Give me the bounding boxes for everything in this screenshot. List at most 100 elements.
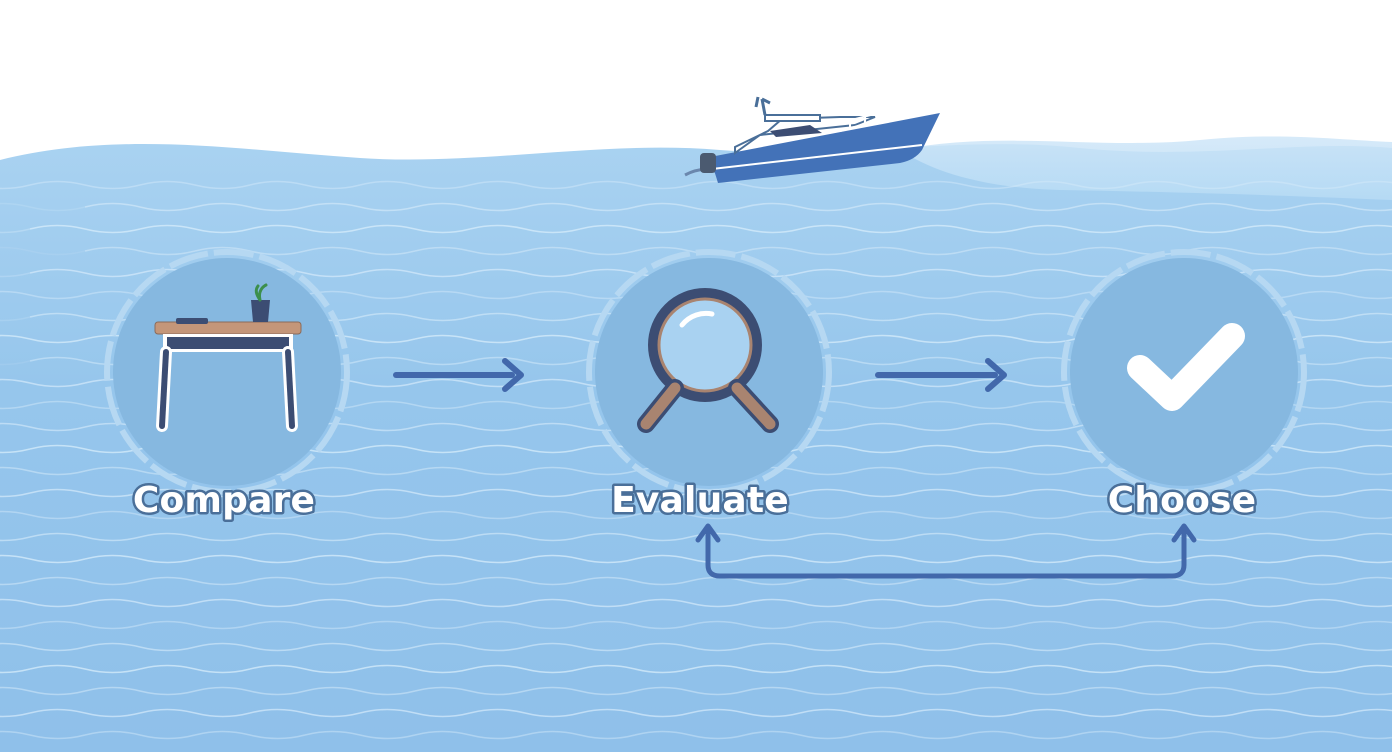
wave-line — [29, 312, 141, 322]
boat-icon — [684, 96, 941, 183]
wave-line — [1019, 224, 1131, 234]
wave-line — [304, 510, 416, 520]
wave-line — [249, 620, 361, 630]
wave-line — [854, 290, 966, 300]
wave-line — [0, 620, 31, 630]
wave-line — [909, 268, 1021, 278]
wave-line — [1184, 642, 1296, 652]
wave-line — [359, 620, 471, 630]
wave-line — [414, 598, 526, 608]
wave-line — [29, 180, 141, 190]
wave-line — [799, 180, 911, 190]
wave-line — [29, 576, 141, 586]
wave-line — [1074, 686, 1186, 696]
wave-line — [0, 488, 31, 498]
wave-line — [249, 664, 361, 674]
wave-line — [84, 246, 196, 256]
wave-line — [1294, 466, 1392, 476]
wave-line — [1294, 246, 1392, 256]
wave-line — [524, 466, 636, 476]
wave-line — [964, 334, 1076, 344]
wave-line — [1294, 334, 1392, 344]
wave-line — [1019, 708, 1131, 718]
table-icon — [154, 283, 302, 432]
wave-line — [1129, 664, 1241, 674]
wave-line — [29, 444, 141, 454]
wave-line — [469, 488, 581, 498]
wave-line — [29, 664, 141, 674]
wave-line — [744, 554, 856, 564]
wave-line — [1349, 444, 1392, 454]
wave-line — [964, 642, 1076, 652]
wave-line — [139, 180, 251, 190]
wave-line — [524, 246, 636, 256]
wave-line — [854, 466, 966, 476]
wave-line — [1349, 488, 1392, 498]
wave-line — [359, 400, 471, 410]
wave-line — [194, 686, 306, 696]
wave-line — [579, 488, 691, 498]
wave-line — [964, 422, 1076, 432]
wave-line — [249, 576, 361, 586]
wave-line — [854, 378, 966, 388]
wave-line — [1349, 180, 1392, 190]
wave-line — [854, 246, 966, 256]
wave-line — [1349, 356, 1392, 366]
wave-line — [414, 554, 526, 564]
arrow-evaluate-to-choose — [875, 358, 1007, 392]
wave-line — [964, 598, 1076, 608]
wave-line — [414, 730, 526, 740]
wave-line — [744, 642, 856, 652]
wave-line — [29, 708, 141, 718]
wave-line — [0, 466, 86, 476]
wave-line — [744, 246, 856, 256]
wave-line — [634, 730, 746, 740]
wave-line — [0, 664, 31, 674]
wave-line — [469, 268, 581, 278]
wave-line — [1129, 620, 1241, 630]
wave-line — [1074, 598, 1186, 608]
wave-line — [0, 180, 31, 190]
wave-line — [359, 664, 471, 674]
wave-line — [799, 664, 911, 674]
wave-line — [1349, 400, 1392, 410]
wave-line — [249, 532, 361, 542]
wave-line — [1349, 312, 1392, 322]
wave-line — [0, 334, 86, 344]
wave-line — [689, 708, 801, 718]
wave-line — [84, 642, 196, 652]
wave-line — [854, 598, 966, 608]
wave-line — [469, 708, 581, 718]
wave-line — [194, 510, 306, 520]
wave-line — [0, 576, 31, 586]
wave-line — [634, 554, 746, 564]
wave-line — [1019, 532, 1131, 542]
wave-line — [799, 444, 911, 454]
wave-line — [84, 598, 196, 608]
wave-line — [524, 730, 636, 740]
wave-line — [84, 554, 196, 564]
wave-line — [909, 356, 1021, 366]
wave-line — [1074, 510, 1186, 520]
wave-line — [304, 598, 416, 608]
wave-line — [1349, 268, 1392, 278]
wave-line — [29, 488, 141, 498]
wave-line — [634, 202, 746, 212]
wave-line — [414, 334, 526, 344]
wave-line — [634, 686, 746, 696]
wave-line — [1184, 554, 1296, 564]
wave-line — [469, 532, 581, 542]
wave-line — [414, 686, 526, 696]
wave-line — [0, 268, 31, 278]
label-choose: Choose — [1108, 480, 1257, 521]
wave-line — [1019, 664, 1131, 674]
wave-line — [414, 422, 526, 432]
wave-line — [634, 642, 746, 652]
wave-line — [964, 510, 1076, 520]
wave-line — [1294, 378, 1392, 388]
wave-line — [799, 488, 911, 498]
wave-line — [744, 510, 856, 520]
wave-line — [29, 224, 141, 234]
wave-line — [1184, 686, 1296, 696]
